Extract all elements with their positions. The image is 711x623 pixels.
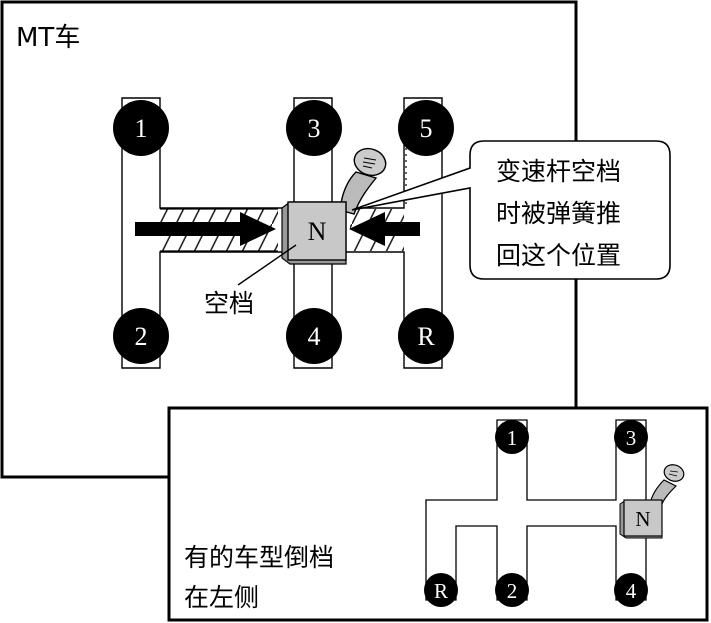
callout-line-1: 变速杆空档 (496, 157, 621, 186)
svg-text:4: 4 (626, 579, 637, 603)
neutral-leader-line (237, 244, 297, 286)
shift-lever-icon (339, 147, 387, 215)
svg-text:2: 2 (135, 322, 148, 351)
svg-text:2: 2 (507, 579, 518, 603)
callout-line-3: 回这个位置 (496, 241, 621, 270)
inset-gear-r: R (424, 573, 458, 607)
svg-text:R: R (434, 579, 448, 603)
inset-caption-line-2: 在左侧 (184, 583, 259, 612)
gear-1: 1 (113, 100, 169, 156)
inset-caption-line-1: 有的车型倒档 (184, 543, 334, 572)
svg-text:5: 5 (420, 114, 433, 143)
main-panel-title: MT车 (16, 23, 80, 53)
inset-neutral-label: N (635, 507, 650, 531)
gear-3: 3 (286, 100, 342, 156)
svg-text:1: 1 (507, 426, 518, 450)
inset-gate-outline (425, 419, 647, 601)
svg-text:R: R (417, 322, 435, 351)
neutral-block: N (281, 201, 347, 265)
gear-4: 4 (286, 308, 342, 364)
inset-gear-1: 1 (495, 420, 529, 454)
inset-gear-3: 3 (614, 420, 648, 454)
left-push-arrow (135, 212, 276, 246)
gear-2: 2 (113, 308, 169, 364)
inset-gear-4: 4 (614, 573, 648, 607)
svg-text:3: 3 (308, 114, 321, 143)
inset-gear-2: 2 (495, 573, 529, 607)
callout-line-2: 时被弹簧推 (496, 199, 621, 228)
neutral-label: N (308, 217, 327, 246)
gear-r: R (398, 308, 454, 364)
svg-text:1: 1 (135, 114, 148, 143)
svg-text:4: 4 (308, 322, 321, 351)
neutral-caption: 空档 (204, 289, 254, 318)
inset-neutral-block: N (619, 499, 663, 539)
gear-5: 5 (398, 100, 454, 156)
callout-bubble (351, 140, 671, 280)
right-push-arrow (349, 212, 420, 246)
svg-text:3: 3 (626, 426, 637, 450)
